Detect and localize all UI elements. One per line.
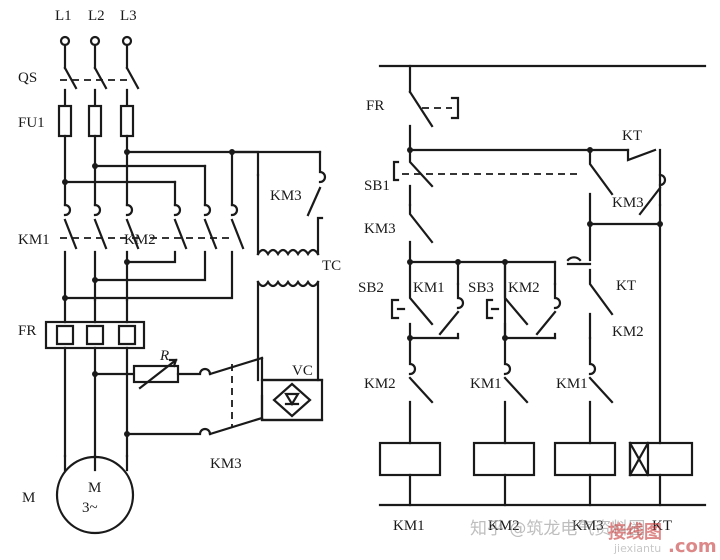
rectifier-vc <box>260 378 324 422</box>
label-fr-power: FR <box>18 323 36 339</box>
terminal-l3 <box>121 35 133 47</box>
label-motor-m: M <box>22 490 35 506</box>
coil-km2 <box>472 441 536 477</box>
label-l3: L3 <box>120 8 137 24</box>
label-fu1: FU1 <box>18 115 45 131</box>
label-vc: VC <box>292 363 313 379</box>
coil-km1 <box>378 441 442 477</box>
label-fr-control: FR <box>366 98 384 114</box>
coil-km3 <box>553 441 617 477</box>
label-sb1: SB1 <box>364 178 390 194</box>
label-km2-aux: KM2 <box>508 280 540 296</box>
label-l2: L2 <box>88 8 105 24</box>
label-qs: QS <box>18 70 37 86</box>
label-km1-aux: KM1 <box>413 280 445 296</box>
overload-relay-fr <box>44 298 146 458</box>
label-km3-nc: KM3 <box>364 221 396 237</box>
watermark-logo: 接线图 <box>608 521 662 543</box>
fuse-1 <box>57 104 73 138</box>
label-km1-interlock-b: KM1 <box>556 376 588 392</box>
label-km1-interlock-a: KM1 <box>470 376 502 392</box>
label-motor-type: 3~ <box>82 500 98 516</box>
qs-switch <box>63 66 140 90</box>
label-km2-main: KM2 <box>124 232 156 248</box>
fuse-2 <box>87 104 103 138</box>
km1-contacts <box>63 218 140 250</box>
resistor-r <box>132 364 180 384</box>
label-sb3: SB3 <box>468 280 494 296</box>
label-coil-km1: KM1 <box>393 518 425 534</box>
label-sb2: SB2 <box>358 280 384 296</box>
label-coil-kt: KT <box>652 518 672 534</box>
km2-contacts <box>173 218 245 250</box>
terminal-l2 <box>89 35 101 47</box>
label-kt-mid: KT <box>616 278 636 294</box>
fuse-3 <box>119 104 135 138</box>
label-km1-main: KM1 <box>18 232 50 248</box>
control-circuit <box>378 64 707 507</box>
watermark-site: jiexiantu <box>613 542 661 555</box>
label-coil-km3: KM3 <box>572 518 604 534</box>
label-coil-km2: KM2 <box>488 518 520 534</box>
label-km2-interlock: KM2 <box>364 376 396 392</box>
label-km3-contact: KM3 <box>210 456 242 472</box>
label-r: R <box>159 348 169 364</box>
label-km3-no: KM3 <box>612 195 644 211</box>
terminal-l1 <box>59 35 71 47</box>
motor-m <box>55 455 135 535</box>
watermark-text: 知乎 @筑龙电气资料圈 <box>470 519 645 539</box>
label-kt-top: KT <box>622 128 642 144</box>
label-tc: TC <box>322 258 341 274</box>
label-motor-name: M <box>88 480 101 496</box>
label-l1: L1 <box>55 8 72 24</box>
power-circuit <box>44 35 327 535</box>
label-km2-nc: KM2 <box>612 324 644 340</box>
label-km3-coil: KM3 <box>270 188 302 204</box>
watermark-com: .com <box>668 536 717 557</box>
transformer-tc <box>256 173 324 382</box>
